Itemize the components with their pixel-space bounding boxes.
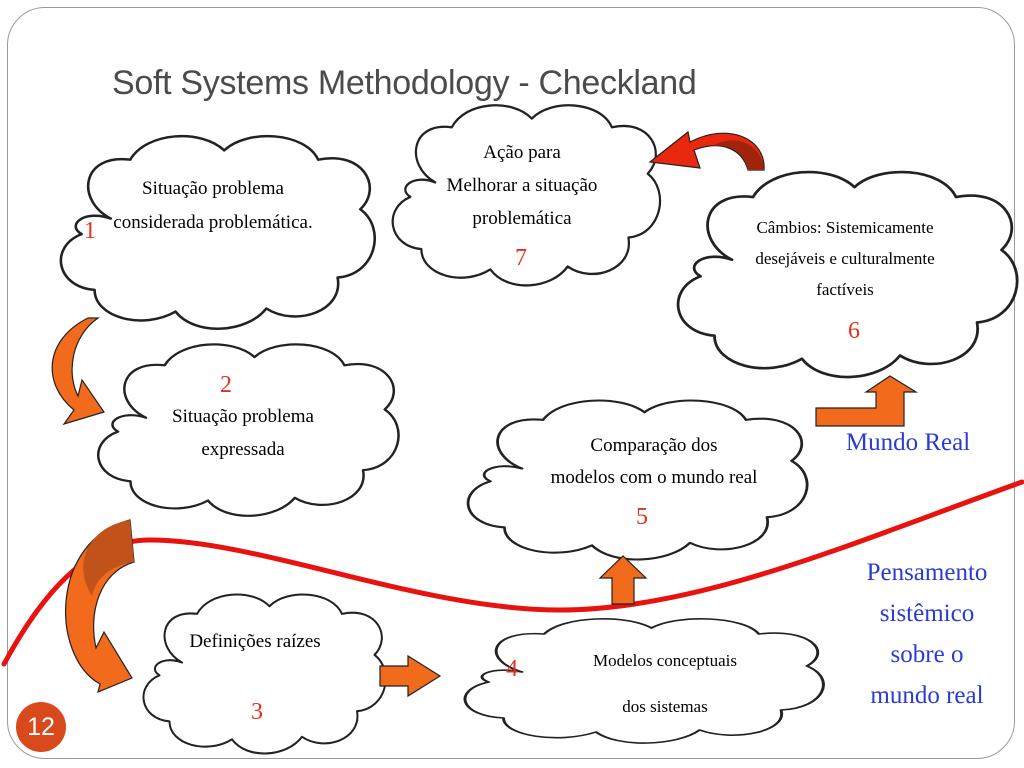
- label-systems-thinking-line-1: Pensamento: [866, 559, 988, 586]
- stage-3-line-1: Definições raízes: [189, 631, 321, 652]
- stage-4-line-2: dos sistemas: [622, 697, 708, 716]
- stage-4-line-1: Modelos conceptuais: [593, 651, 737, 670]
- slide-frame: [7, 7, 1015, 759]
- stage-5-number: 5: [636, 504, 648, 530]
- arrow-4-to-5: [598, 555, 648, 605]
- label-real-world: Mundo Real: [845, 429, 971, 456]
- stage-4-number: 4: [506, 656, 518, 682]
- stage-6-line-3: factíveis: [816, 280, 874, 299]
- stage-1-line-1: Situação problema: [142, 178, 284, 199]
- label-systems-thinking-line-2: sistêmico: [879, 600, 975, 627]
- label-systems-thinking: Pensamento sistêmico sobre o mundo real: [842, 552, 1012, 716]
- stage-3-number: 3: [251, 699, 263, 725]
- stage-6-line-1: Câmbios: Sistemicamente: [756, 218, 934, 237]
- arrow-2-to-3-shade: [83, 520, 134, 596]
- label-systems-thinking-line-4: mundo real: [870, 682, 984, 709]
- stage-7-line-1: Ação para: [483, 142, 561, 163]
- stage-6-text: Câmbios: Sistemicamente desejáveis e cul…: [712, 212, 978, 305]
- arrow-6-to-7-shade: [712, 140, 764, 170]
- stage-1-line-2: considerada problemática.: [113, 212, 313, 233]
- stage-2-line-2: expressada: [201, 439, 285, 460]
- arrow-5-to-6: [815, 375, 919, 427]
- stage-7-number: 7: [515, 245, 527, 271]
- stage-7-text: Ação para Melhorar a situação problemáti…: [402, 136, 642, 235]
- arrow-1-to-2: [51, 317, 105, 426]
- stage-4-text: Modelos conceptuais dos sistemas: [560, 638, 770, 730]
- stage-6-line-2: desejáveis e culturalmente: [755, 249, 935, 268]
- cloud-stage-3: [142, 593, 387, 755]
- stage-7-line-3: problemática: [472, 208, 572, 229]
- arrow-3-to-4: [379, 654, 442, 698]
- stage-2-line-1: Situação problema: [172, 406, 314, 427]
- slide-title: Soft Systems Methodology - Checkland: [112, 64, 697, 102]
- stage-3-text: Definições raízes: [160, 628, 350, 656]
- stage-5-line-1: Comparação dos: [590, 435, 718, 456]
- stage-5-line-2: modelos com o mundo real: [550, 467, 758, 488]
- slide-number-badge: 12: [16, 702, 66, 752]
- stage-2-text: Situação problema expressada: [130, 400, 356, 466]
- stage-2-number: 2: [220, 372, 232, 398]
- label-systems-thinking-line-3: sobre o: [890, 641, 964, 668]
- stage-7-line-2: Melhorar a situação: [446, 175, 598, 196]
- stage-6-number: 6: [848, 318, 860, 344]
- stage-1-number: 1: [84, 218, 96, 244]
- stage-5-text: Comparação dos modelos com o mundo real: [506, 430, 802, 494]
- stage-1-text: Situação problema considerada problemáti…: [78, 172, 348, 240]
